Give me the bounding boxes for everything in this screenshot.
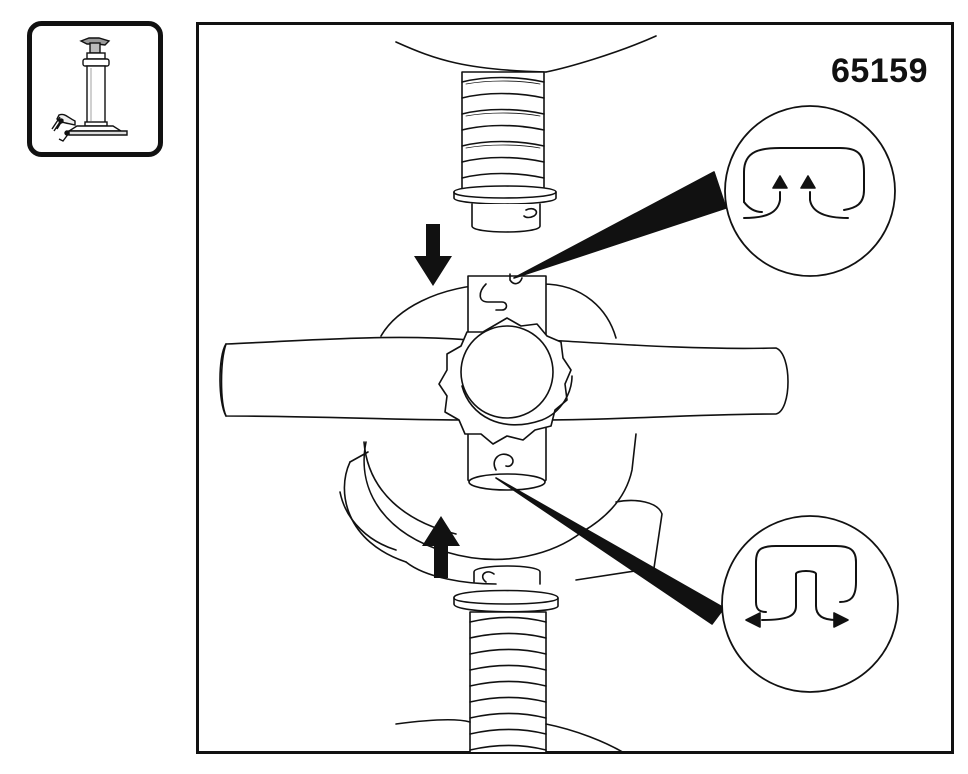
- up-arrow-right-icon: [800, 175, 816, 189]
- pump-thumbnail-icon: [51, 37, 128, 142]
- knurled-hub: [438, 317, 573, 445]
- up-arrow-left-icon: [772, 175, 788, 189]
- pump-overview-thumbnail: [27, 21, 163, 157]
- pump-body: [339, 283, 663, 585]
- deflate-mode-callout: [721, 515, 899, 693]
- model-number: 65159: [830, 52, 928, 90]
- push-down-arrow: [414, 224, 452, 286]
- pull-up-arrow: [422, 516, 460, 578]
- right-arrow-icon: [833, 612, 849, 628]
- upper-callout-pointer: [513, 171, 727, 279]
- inflate-mode-callout: [724, 105, 896, 277]
- upper-hose: [395, 35, 657, 233]
- lower-callout-pointer: [495, 477, 725, 625]
- left-arrow-icon: [745, 612, 761, 628]
- lower-hose: [395, 565, 625, 752]
- pump-valve-diagram: [196, 22, 954, 754]
